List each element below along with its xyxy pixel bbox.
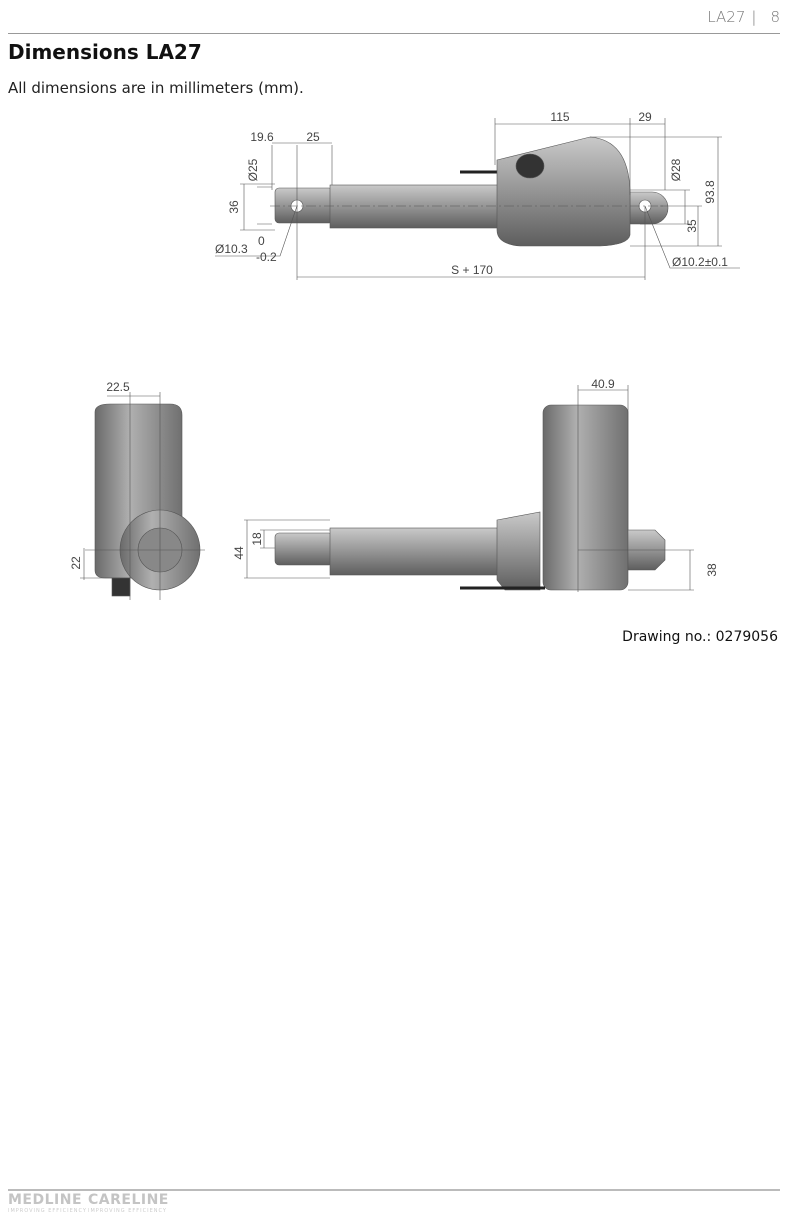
- dim-29: 29: [638, 110, 652, 124]
- dim-19-6: 19.6: [250, 130, 274, 144]
- dim-36: 36: [227, 200, 241, 214]
- dim-dia-10-3: Ø10.3: [215, 242, 248, 256]
- dim-dia-28: Ø28: [669, 158, 683, 181]
- drawing-number: Drawing no.: 0279056: [622, 629, 778, 645]
- dim-dia-10-2: Ø10.2±0.1: [672, 255, 728, 269]
- top-view: [215, 118, 740, 280]
- dim-18: 18: [250, 532, 264, 546]
- tolerance-upper: 0: [258, 234, 265, 248]
- intro-text: All dimensions are in millimeters (mm).: [8, 79, 304, 97]
- dim-22: 22: [69, 556, 83, 570]
- dim-dia-25: Ø25: [246, 158, 260, 181]
- dim-22-5: 22.5: [106, 380, 130, 394]
- page-number: 8: [770, 8, 780, 26]
- product-name: LA27: [707, 8, 746, 26]
- header-divider: [8, 33, 780, 34]
- front-view: [244, 385, 694, 592]
- dim-38: 38: [705, 563, 719, 577]
- dim-115: 115: [550, 110, 569, 124]
- technical-drawings: 115 29 19.6 25 Ø25 36 Ø10.3 0 -0.2 S + 1…: [69, 110, 740, 600]
- dim-93-8: 93.8: [703, 180, 717, 204]
- footer-divider: [8, 1189, 780, 1191]
- dim-40-9: 40.9: [591, 377, 615, 391]
- dim-s-170: S + 170: [451, 263, 493, 277]
- page-title: Dimensions LA27: [8, 40, 202, 64]
- dim-44: 44: [232, 546, 246, 560]
- side-view: [80, 392, 205, 600]
- dim-25: 25: [306, 130, 320, 144]
- page-header: LA27|8: [707, 8, 780, 26]
- dim-35: 35: [685, 219, 699, 233]
- tolerance-lower: -0.2: [256, 250, 277, 264]
